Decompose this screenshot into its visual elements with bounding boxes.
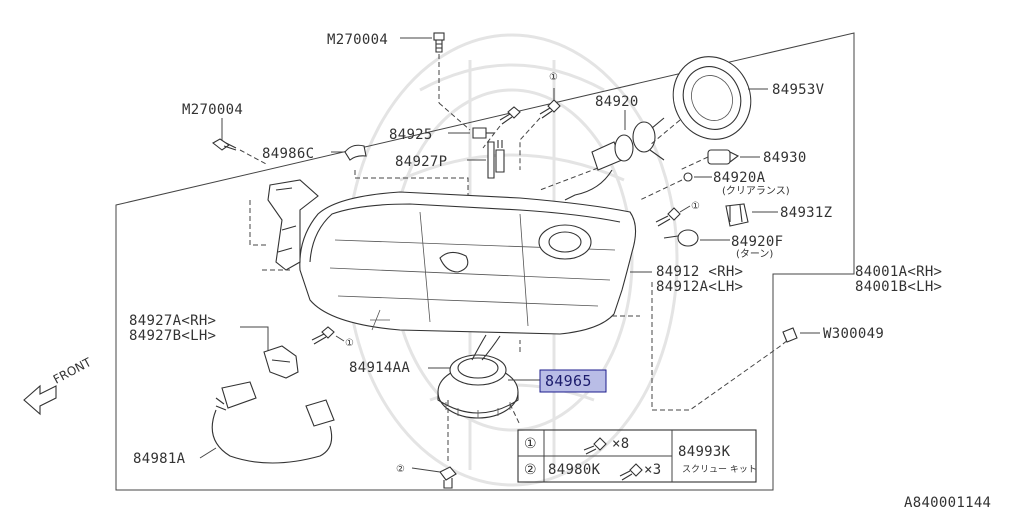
label-84925: 84925 [389, 127, 433, 143]
label-84912a-lh: 84912A<LH> [656, 279, 743, 295]
label-84965: 84965 [545, 372, 592, 390]
screw-right: ① [655, 201, 700, 227]
bracket-84927ab [240, 326, 299, 379]
headlamp-housing [299, 191, 637, 335]
clip-84986c [331, 144, 469, 198]
highlight-84965 [539, 369, 607, 393]
clip-w300049 [782, 327, 820, 343]
screw-bottom: ② [396, 400, 521, 489]
label-84981a: 84981A [133, 451, 186, 467]
bulb-84920 [539, 110, 665, 201]
kit-row1-ref: ① [524, 436, 537, 452]
callout-1-right-text: ① [691, 201, 700, 212]
label-84920f-note: (ターン) [736, 248, 773, 260]
label-84931z: 84931Z [780, 205, 832, 221]
label-84930: 84930 [763, 150, 807, 166]
bracket-84927p [467, 140, 505, 179]
bulb-84920a [639, 172, 712, 201]
callout-2-bottom-text: ② [396, 464, 405, 475]
label-m270004-left: M270004 [182, 102, 243, 118]
callout-1-top: ① [549, 72, 558, 83]
bolt-m270004-left [212, 118, 269, 166]
kit-row2-qty: ×3 [644, 462, 661, 478]
labels: M270004 M270004 84925 84986C 84927P 8492… [51, 32, 991, 511]
label-84920: 84920 [595, 94, 639, 110]
diagram-code: A840001144 [904, 495, 991, 511]
bulb-84920f [663, 229, 730, 247]
housing-bracket-left [249, 179, 319, 271]
label-m270004-top: M270004 [327, 32, 388, 48]
front-arrow [23, 384, 57, 416]
label-front: FRONT [51, 355, 94, 387]
bolt-m270004-top [400, 32, 471, 131]
bracket-84925 [448, 127, 494, 139]
kit-row1-qty: ×8 [612, 436, 629, 452]
cover-84953v [649, 56, 768, 146]
socket-ring-84914aa [428, 334, 519, 419]
assembly-boundary [115, 32, 855, 491]
label-84001a-rh: 84001A<RH> [855, 264, 942, 280]
kit-name: スクリュー キット [682, 464, 757, 475]
socket-84931z [725, 203, 778, 227]
label-84986c: 84986C [262, 146, 314, 162]
label-84914aa: 84914AA [349, 360, 410, 376]
kit-table [517, 429, 757, 483]
callout-1-top-text: ① [549, 72, 558, 83]
label-84001b-lh: 84001B<LH> [855, 279, 942, 295]
dash-misc [519, 315, 640, 352]
kit-row2-part: 84980K [548, 462, 601, 478]
label-84927a-rh: 84927A<RH> [129, 313, 216, 329]
label-w300049: W300049 [823, 326, 884, 342]
bulb-84930 [679, 149, 760, 171]
label-84953v: 84953V [772, 82, 825, 98]
kit-row2-ref: ② [524, 462, 537, 478]
kit-number: 84993K [678, 444, 731, 460]
callout-1-mid-text: ① [345, 338, 354, 349]
dash-w300049 [651, 282, 789, 411]
label-84920f: 84920F [731, 234, 783, 250]
label-84920a-note: (クリアランス) [722, 185, 790, 197]
kit-table-labels: ① ×8 ② 84980K ×3 84993K スクリュー キット [524, 436, 757, 478]
screws-upper [482, 88, 561, 170]
label-84912-rh: 84912 <RH> [656, 264, 743, 280]
label-84920a: 84920A [713, 170, 766, 186]
label-84927p: 84927P [395, 154, 447, 170]
label-84927b-lh: 84927B<LH> [129, 328, 216, 344]
screw-mid: ① [311, 326, 354, 349]
harness-84981a [199, 381, 335, 464]
